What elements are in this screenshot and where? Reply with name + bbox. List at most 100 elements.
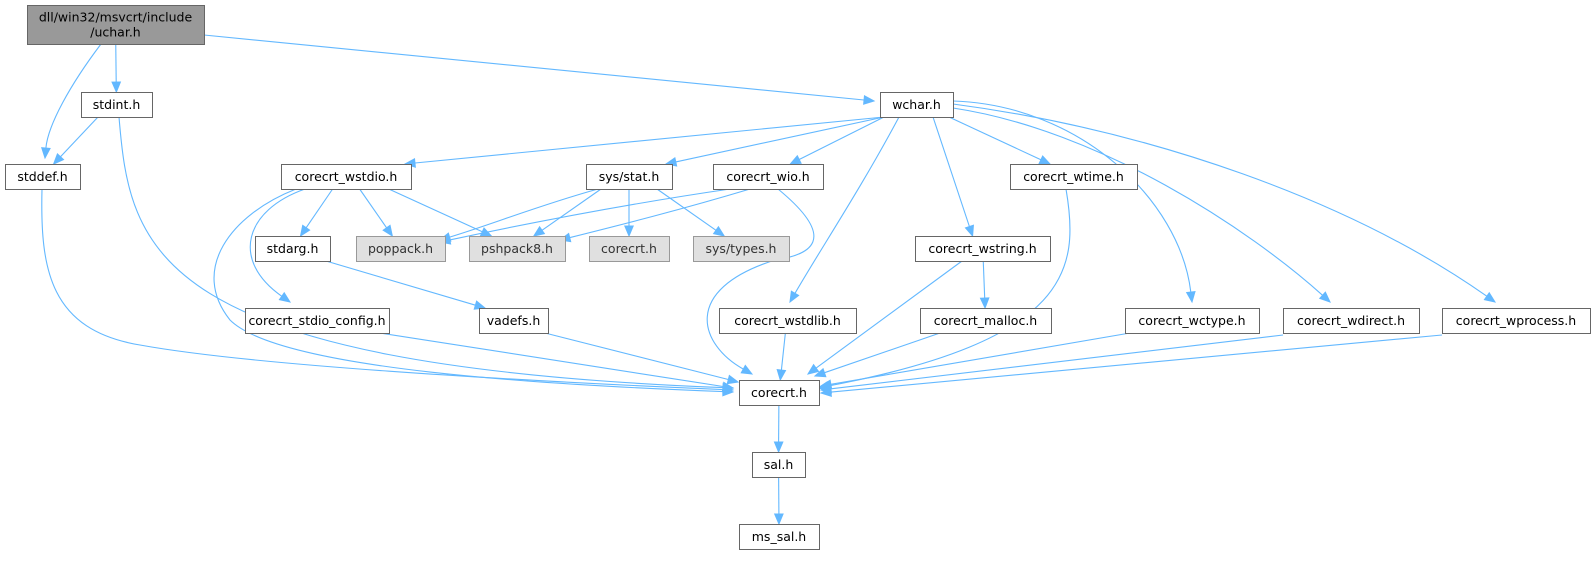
- node-label: corecrt_wdirect.h: [1297, 313, 1405, 328]
- node-label: corecrt_malloc.h: [934, 313, 1037, 328]
- node-corecrt[interactable]: corecrt.h: [739, 380, 820, 406]
- nodes-layer: dll/win32/msvcrt/include/uchar.h stdint.h…: [5, 5, 1591, 550]
- edge-line: [569, 188, 751, 239]
- arrowhead-icon: [776, 369, 787, 382]
- node-label: dll/win32/msvcrt/include: [39, 10, 193, 25]
- edge-wchar-to-corecrt_wio: [789, 116, 885, 165]
- edge-uchar-to-stdint: [111, 43, 122, 94]
- node-stdint[interactable]: stdint.h: [81, 92, 153, 118]
- node-label: stddef.h: [17, 169, 67, 184]
- edge-line: [325, 260, 476, 306]
- edge-line: [815, 260, 963, 369]
- node-vadefs[interactable]: vadefs.h: [479, 308, 549, 334]
- node-box: [27, 5, 205, 45]
- arrowhead-icon: [712, 225, 726, 237]
- edge-line: [414, 116, 885, 164]
- edge-line: [830, 334, 1284, 390]
- node-box: [281, 164, 412, 190]
- node-box: [479, 308, 549, 334]
- edge-line: [952, 103, 1488, 297]
- edge-corecrt_wstring-to-corecrt_malloc: [979, 260, 990, 310]
- arrowhead-icon: [819, 387, 832, 397]
- node-box: [1283, 308, 1420, 334]
- node-label: wchar.h: [892, 97, 941, 112]
- node-sys-stat[interactable]: sys/stat.h: [586, 164, 673, 190]
- node-wchar[interactable]: wchar.h: [880, 92, 954, 118]
- node-label: sys/types.h: [706, 241, 777, 256]
- edge-line: [45, 43, 102, 149]
- node-label: stdarg.h: [267, 241, 319, 256]
- edge-line: [203, 34, 865, 101]
- edge-line: [41, 188, 724, 391]
- node-sal[interactable]: sal.h: [752, 452, 806, 478]
- edge-corecrt_wtime-to-corecrt: [816, 188, 1071, 391]
- edge-line: [948, 116, 1042, 161]
- node-corecrt-malloc[interactable]: corecrt_malloc.h: [920, 308, 1052, 334]
- node-label: pshpack8.h: [481, 241, 553, 256]
- edge-line: [656, 188, 717, 231]
- node-box: [586, 164, 673, 190]
- edge-line: [249, 188, 306, 297]
- edge-line: [780, 332, 786, 371]
- node-box: [739, 380, 820, 406]
- node-corecrt-wstdlib[interactable]: corecrt_wstdlib.h: [719, 308, 857, 334]
- arrowhead-icon: [1483, 291, 1497, 303]
- node-stdarg[interactable]: stdarg.h: [255, 236, 331, 262]
- edge-corecrt_wstdio-to-corecrt: [213, 188, 735, 397]
- node-label: poppack.h: [368, 241, 433, 256]
- arrowhead-icon: [624, 225, 634, 238]
- arrowhead-icon: [773, 441, 784, 454]
- arrowhead-icon: [740, 364, 754, 375]
- node-box: [920, 308, 1052, 334]
- edge-uchar-to-wchar: [203, 34, 876, 105]
- arrowhead-icon: [382, 224, 394, 238]
- node-box: [915, 236, 1051, 262]
- node-corecrt-wio[interactable]: corecrt_wio.h: [713, 164, 824, 190]
- node-box: [719, 308, 857, 334]
- edge-vadefs-to-corecrt: [544, 332, 740, 385]
- node-corecrt-stdio-config[interactable]: corecrt_stdio_config.h: [245, 308, 390, 334]
- arrowhead-icon: [52, 152, 65, 165]
- node-box: [81, 92, 153, 118]
- edge-line: [794, 116, 900, 294]
- node-label: corecrt_wtime.h: [1023, 169, 1124, 184]
- node-box: [245, 308, 390, 334]
- node-label: ms_sal.h: [752, 529, 806, 544]
- node-corecrt-wctype[interactable]: corecrt_wctype.h: [1125, 308, 1260, 334]
- node-stddef[interactable]: stddef.h: [5, 164, 81, 190]
- node-box: [5, 164, 81, 190]
- arrowhead-icon: [299, 224, 311, 238]
- node-label: corecrt.h: [601, 241, 657, 256]
- edge-wchar-to-corecrt_wprocess: [952, 103, 1497, 303]
- arrowhead-icon: [278, 291, 292, 303]
- node-uchar[interactable]: dll/win32/msvcrt/include/uchar.h: [27, 5, 205, 45]
- edge-line: [824, 332, 941, 374]
- node-label: corecrt_wstdlib.h: [734, 313, 841, 328]
- node-label: corecrt_wprocess.h: [1456, 313, 1576, 328]
- edge-uchar-to-stddef: [41, 43, 102, 160]
- node-box: [693, 236, 790, 262]
- node-box: [589, 236, 670, 262]
- edge-line: [952, 107, 1323, 296]
- arrowhead-icon: [979, 297, 990, 310]
- node-corecrt-wprocess[interactable]: corecrt_wprocess.h: [1442, 308, 1591, 334]
- node-ms-sal[interactable]: ms_sal.h: [739, 524, 820, 550]
- node-corecrt-wstdio[interactable]: corecrt_wstdio.h: [281, 164, 412, 190]
- edge-line: [830, 332, 1131, 385]
- node-corecrt-wdirect[interactable]: corecrt_wdirect.h: [1283, 308, 1420, 334]
- node-box: [356, 236, 446, 262]
- arrowhead-icon: [473, 300, 487, 310]
- node-corecrt-wtime[interactable]: corecrt_wtime.h: [1010, 164, 1138, 190]
- node-corecrt-wstring[interactable]: corecrt_wstring.h: [915, 236, 1051, 262]
- node-label: corecrt.h: [751, 385, 807, 400]
- arrowhead-icon: [721, 381, 735, 392]
- arrowhead-icon: [111, 81, 122, 94]
- edge-stdarg-to-vadefs: [325, 260, 487, 310]
- edge-line: [952, 100, 1192, 293]
- arrowhead-icon: [789, 290, 800, 304]
- arrowhead-icon: [1185, 290, 1196, 304]
- node-label: corecrt_wctype.h: [1138, 313, 1245, 328]
- arrowhead-icon: [532, 225, 546, 237]
- arrowhead-icon: [726, 374, 740, 385]
